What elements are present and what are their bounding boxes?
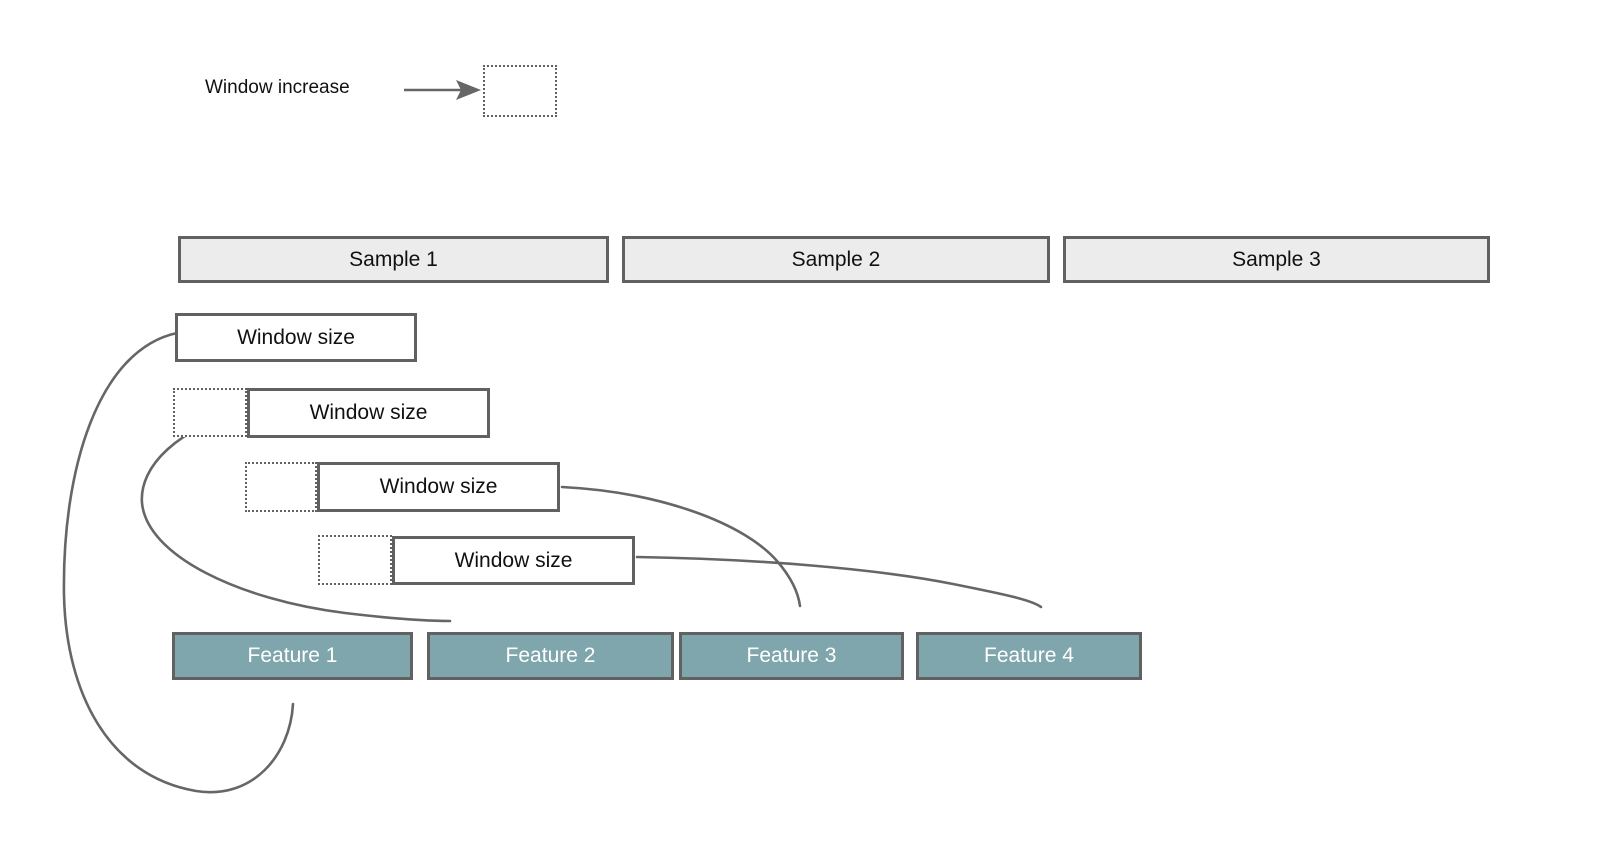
feature-label: Feature 4 [984, 644, 1074, 667]
window-increase-step-2 [173, 388, 247, 437]
sample-box-3: Sample 3 [1063, 236, 1490, 283]
window-size-label: Window size [454, 548, 573, 572]
connector-window2-feature2 [140, 408, 452, 623]
arrow-right-icon [404, 80, 481, 100]
feature-box-2: Feature 2 [427, 632, 674, 680]
window-size-box-2: Window size [247, 388, 490, 438]
window-size-label: Window size [309, 401, 428, 424]
feature-box-3: Feature 3 [679, 632, 904, 680]
window-increase-step-3 [245, 462, 317, 512]
sample-label: Sample 2 [791, 247, 881, 271]
sample-label: Sample 1 [349, 247, 438, 271]
feature-box-1: Feature 1 [172, 632, 413, 680]
sample-box-1: Sample 1 [178, 236, 609, 283]
feature-box-4: Feature 4 [916, 632, 1142, 680]
sample-label: Sample 3 [1232, 247, 1321, 271]
feature-label: Feature 2 [505, 644, 596, 667]
connector-window4-feature4 [635, 555, 1043, 609]
window-increase-step-4 [318, 535, 392, 585]
window-size-label: Window size [237, 325, 355, 349]
feature-label: Feature 3 [746, 644, 837, 667]
connector-window3-feature3 [560, 485, 802, 608]
window-increase-swatch [483, 65, 557, 117]
legend-label: Window increase [205, 77, 350, 98]
window-size-box-1: Window size [175, 313, 417, 362]
window-size-box-4: Window size [392, 536, 635, 585]
feature-label: Feature 1 [247, 644, 338, 667]
window-size-box-3: Window size [317, 462, 560, 512]
sample-box-2: Sample 2 [622, 236, 1050, 283]
window-size-label: Window size [379, 475, 498, 498]
connector-window1-feature1 [62, 331, 295, 794]
